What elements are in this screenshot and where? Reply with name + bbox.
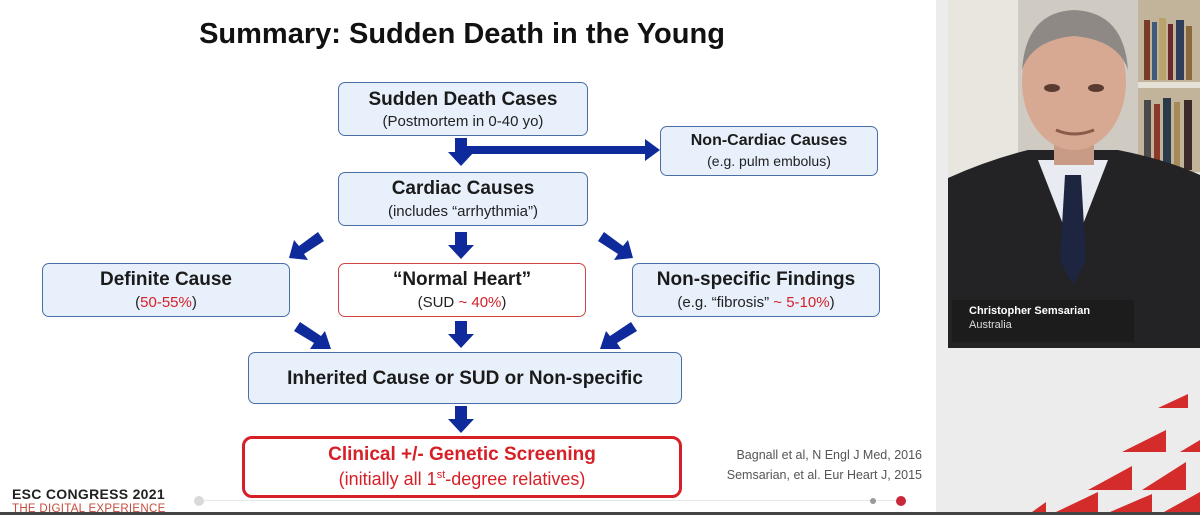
- cardiac-causes-box: Cardiac Causes (includes “arrhythmia”): [338, 172, 588, 226]
- reference-semsarian: Semsarian, et al. Eur Heart J, 2015: [726, 468, 922, 482]
- down-left-arrow-icon: [289, 232, 324, 260]
- down-arrow-icon: [448, 321, 474, 348]
- genetic-screening-box: Clinical +/- Genetic Screening (initiall…: [242, 436, 682, 498]
- down-right-arrow-icon: [294, 322, 331, 349]
- box-subtitle: (SUD ~ 40%): [417, 294, 507, 311]
- percent-highlight: ~ 40%: [458, 294, 502, 311]
- progress-current-dot: [896, 496, 906, 506]
- sudden-death-cases-box: Sudden Death Cases (Postmortem in 0-40 y…: [338, 82, 588, 136]
- box-title: “Normal Heart”: [392, 269, 532, 290]
- slide: Summary: Sudden Death in the Young Sudde…: [12, 18, 922, 515]
- speaker-country: Australia: [969, 319, 1012, 331]
- speaker-video: [948, 0, 1200, 348]
- esc-congress-logo: ESC CONGRESS 2021: [12, 486, 165, 502]
- inherited-cause-box: Inherited Cause or SUD or Non-specific: [248, 352, 682, 404]
- non-cardiac-causes-box: Non-Cardiac Causes (e.g. pulm embolus): [660, 126, 878, 176]
- speaker-name: Christopher Semsarian: [969, 305, 1091, 317]
- progress-start-dot: [194, 496, 204, 506]
- normal-heart-box: “Normal Heart” (SUD ~ 40%): [338, 263, 586, 317]
- down-left-arrow-icon: [600, 322, 637, 349]
- slide-title: Summary: Sudden Death in the Young: [199, 18, 725, 50]
- box-title: Cardiac Causes: [391, 178, 535, 199]
- box-title: Non-Cardiac Causes: [690, 132, 848, 149]
- box-title: Clinical +/- Genetic Screening: [328, 444, 596, 465]
- box-title: Non-specific Findings: [656, 269, 856, 290]
- speaker-portrait: [948, 0, 1200, 348]
- down-arrow-icon: [448, 406, 474, 433]
- box-title: Sudden Death Cases: [368, 89, 558, 110]
- percent-highlight: 50-55%: [140, 294, 192, 311]
- box-subtitle: (e.g. pulm embolus): [707, 153, 831, 169]
- non-specific-findings-box: Non-specific Findings (e.g. “fibrosis” ~…: [632, 263, 880, 317]
- right-arrow-icon: [461, 139, 660, 161]
- speaker-name-tag: Christopher Semsarian Australia: [952, 300, 1134, 342]
- reference-bagnall: Bagnall et al, N Engl J Med, 2016: [736, 448, 922, 462]
- red-triangle-pattern: [1032, 394, 1200, 512]
- box-subtitle: (includes “arrhythmia”): [387, 203, 539, 220]
- box-title: Inherited Cause or SUD or Non-specific: [287, 368, 643, 389]
- box-subtitle: (e.g. “fibrosis” ~ 5-10%): [677, 294, 835, 311]
- percent-highlight: ~ 5-10%: [773, 294, 830, 311]
- definite-cause-box: Definite Cause (50-55%): [42, 263, 290, 317]
- progress-mid-dot: [870, 498, 876, 504]
- box-subtitle: (50-55%): [135, 294, 197, 311]
- slide-progress-track: [198, 500, 908, 501]
- down-arrow-icon: [448, 232, 474, 259]
- box-subtitle: (initially all 1st-degree relatives): [338, 469, 586, 489]
- box-subtitle: (Postmortem in 0-40 yo): [382, 113, 544, 130]
- down-right-arrow-icon: [598, 232, 633, 260]
- bottom-border: [0, 512, 1200, 515]
- flow-arrows: [289, 138, 660, 433]
- box-title: Definite Cause: [100, 269, 232, 290]
